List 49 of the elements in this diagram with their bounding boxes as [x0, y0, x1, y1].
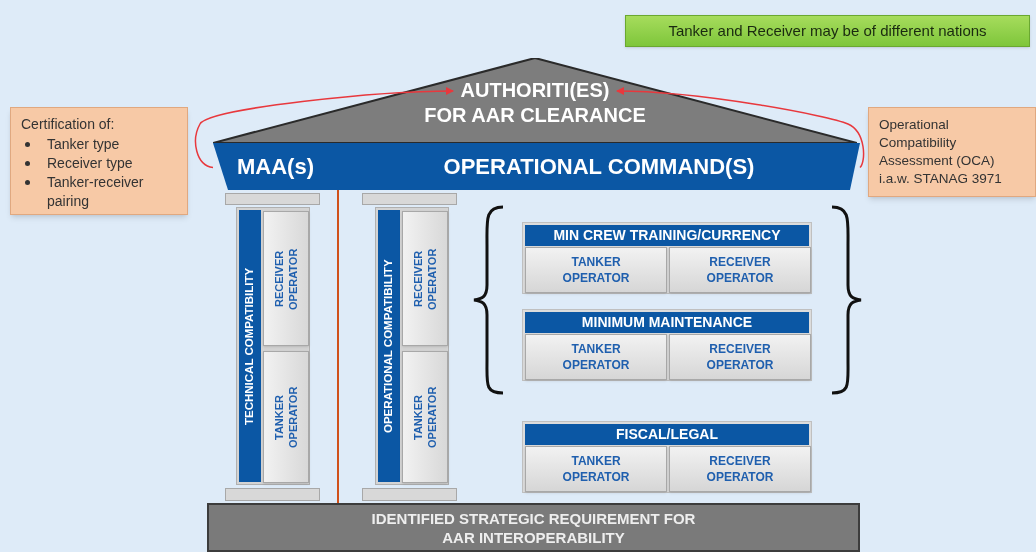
operator-box — [525, 247, 667, 293]
group-header: FISCAL/LEGAL — [525, 424, 809, 445]
pillar-title: OPERATIONAL COMPATIBILITY — [378, 210, 400, 482]
banner-band — [338, 143, 860, 190]
pillar-column — [375, 207, 449, 485]
band-title: MAA(s) — [237, 153, 314, 181]
operator-label: RECEIVER OPERATOR — [705, 254, 775, 286]
curved-arrow — [194, 87, 454, 169]
group-header: MINIMUM MAINTENANCE — [525, 312, 809, 333]
group-header: MIN CREW TRAINING/CURRENCY — [525, 225, 809, 246]
operator-label: TANKER OPERATOR — [272, 385, 300, 450]
heading-text: Certification of: — [21, 115, 116, 134]
pillar-title: TECHNICAL COMPATIBILITY — [239, 210, 261, 482]
base-title: IDENTIFIED STRATEGIC REQUIREMENT FOR AAR INTEROPERABILITY — [370, 508, 697, 547]
foundation-bar — [207, 503, 860, 552]
operator-label: TANKER OPERATOR — [411, 385, 439, 450]
note-box — [10, 107, 188, 215]
operator-box — [525, 334, 667, 380]
banner-band — [213, 143, 338, 190]
note-box — [868, 107, 1036, 197]
note-text: Tanker and Receiver may be of different nations — [668, 20, 987, 41]
note-box — [625, 15, 1030, 47]
operator-box — [402, 211, 448, 346]
operator-box — [669, 446, 811, 492]
bullet-item: Receiver type — [47, 154, 133, 173]
roof-triangle — [213, 58, 857, 143]
operator-label: RECEIVER OPERATOR — [705, 453, 775, 485]
operator-label: TANKER OPERATOR — [561, 453, 631, 485]
operator-box — [263, 211, 309, 346]
requirement-box — [522, 309, 812, 381]
operator-label: RECEIVER OPERATOR — [272, 246, 300, 312]
operator-box — [402, 351, 448, 483]
operator-label: TANKER OPERATOR — [561, 341, 631, 373]
bullet-item: Tanker type — [47, 135, 120, 154]
requirement-box — [522, 421, 812, 493]
operator-box — [669, 247, 811, 293]
operator-box — [525, 446, 667, 492]
operator-label: RECEIVER OPERATOR — [411, 246, 439, 312]
bullet-item: Tanker-receiver pairing — [47, 173, 145, 211]
operator-box — [669, 334, 811, 380]
pillar-column — [236, 207, 310, 485]
operator-label: TANKER OPERATOR — [561, 254, 631, 286]
note-text: Operational Compatibility Assessment (OCA) i.a.w. STANAG 3971 — [879, 116, 1003, 188]
requirement-box — [522, 222, 812, 294]
roof-title: AUTHORITI(ES) FOR AAR CLEARANCE — [424, 79, 646, 126]
operator-box — [263, 351, 309, 483]
band-title: OPERATIONAL COMMAND(S) — [443, 153, 755, 181]
operator-label: RECEIVER OPERATOR — [705, 341, 775, 373]
curved-arrow — [616, 87, 865, 169]
